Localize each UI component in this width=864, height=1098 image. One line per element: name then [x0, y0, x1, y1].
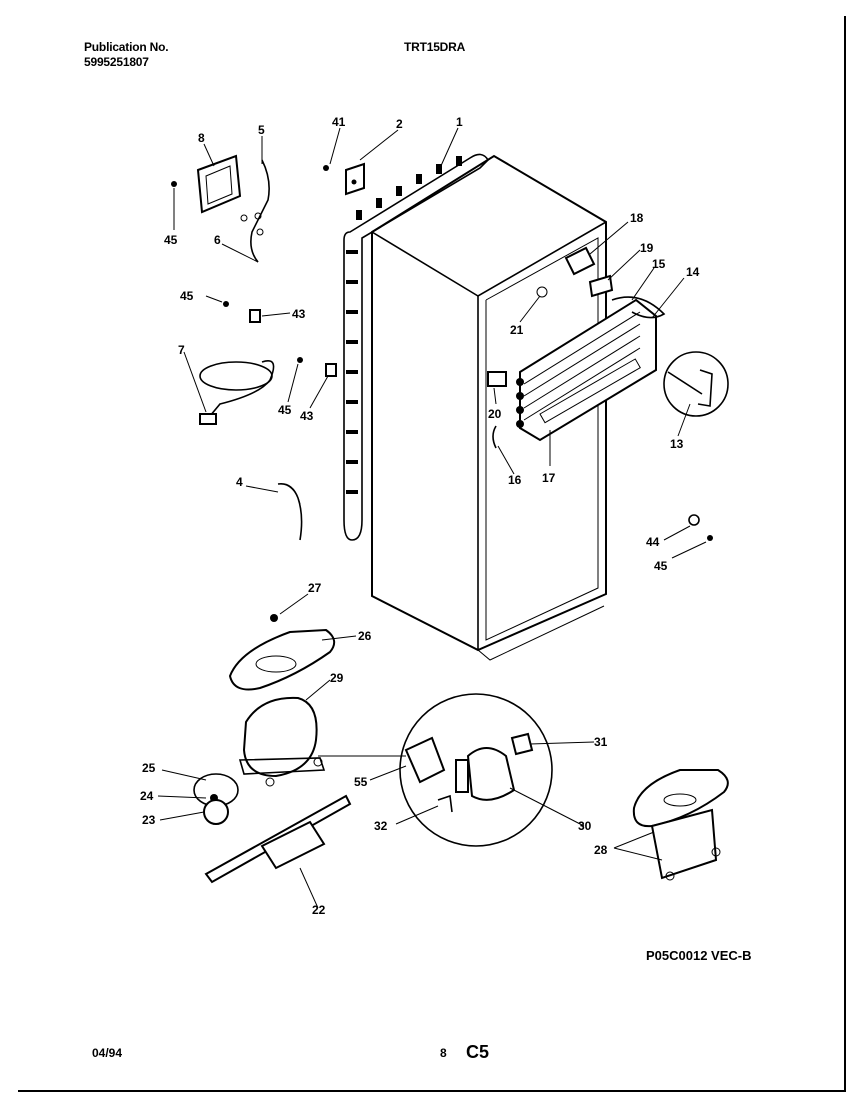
- callout-2: 2: [396, 117, 403, 131]
- callout-21: 21: [510, 323, 524, 337]
- callout-24: 24: [140, 789, 154, 803]
- callout-20: 20: [488, 407, 502, 421]
- part-16: [492, 425, 497, 449]
- callout-28: 28: [594, 843, 608, 857]
- part-19: [588, 274, 614, 298]
- drain-tube-4: [277, 482, 303, 541]
- cabinet: [371, 154, 607, 661]
- relay-detail: [318, 693, 553, 847]
- footer-date: 04/94: [92, 1046, 123, 1060]
- grommet-27: [270, 614, 278, 622]
- callout-19: 19: [640, 241, 654, 255]
- callout-45-a: 45: [164, 233, 178, 247]
- evaporator: [516, 298, 657, 442]
- defrost-thermostat-13: [663, 351, 729, 417]
- compressor-29: [238, 696, 326, 787]
- callout-7: 7: [178, 343, 185, 357]
- bracket-2: [345, 162, 365, 196]
- callout-31: 31: [594, 735, 608, 749]
- leader-lines: [157, 127, 707, 909]
- grommet-44: [688, 514, 700, 526]
- clamp-43-a: [249, 309, 261, 323]
- callout-15: 15: [652, 257, 666, 271]
- callout-43-b: 43: [300, 409, 314, 423]
- mount-grommets: [193, 773, 239, 825]
- callout-32: 32: [374, 819, 388, 833]
- figure-code: P05C0012 VEC-B: [646, 948, 752, 963]
- callout-14: 14: [686, 265, 700, 279]
- publication-label: Publication No.: [84, 40, 169, 54]
- callout-5: 5: [258, 123, 265, 137]
- part-18: [564, 246, 596, 276]
- callout-45-b: 45: [180, 289, 194, 303]
- callout-43-a: 43: [292, 307, 306, 321]
- callout-30: 30: [578, 819, 592, 833]
- callout-27: 27: [308, 581, 322, 595]
- callout-26: 26: [358, 629, 372, 643]
- screw-45-c: [297, 357, 303, 363]
- callout-4: 4: [236, 475, 243, 489]
- callout-45-c: 45: [278, 403, 292, 417]
- section-code: C5: [466, 1042, 490, 1062]
- callout-22: 22: [312, 903, 326, 917]
- callout-18: 18: [630, 211, 644, 225]
- callout-41: 41: [332, 115, 346, 129]
- callout-45-d: 45: [654, 559, 668, 573]
- screw-45-d: [707, 535, 713, 541]
- condenser-coil: [343, 153, 490, 541]
- callout-25: 25: [142, 761, 156, 775]
- callout-23: 23: [142, 813, 156, 827]
- callout-6: 6: [214, 233, 221, 247]
- callout-labels: 1 2 41 8 5 45 6 45 43 7 45 43 18 19 15 1…: [140, 115, 700, 917]
- part-20: [487, 371, 507, 387]
- model-number: TRT15DRA: [404, 40, 466, 54]
- callout-17: 17: [542, 471, 556, 485]
- page-number: 8: [440, 1046, 447, 1060]
- screw-45-b: [223, 301, 229, 307]
- screw-45-a: [171, 181, 177, 187]
- callout-29: 29: [330, 671, 344, 685]
- power-cord-7: [199, 360, 275, 425]
- page-border: [18, 16, 846, 1092]
- callout-16: 16: [508, 473, 522, 487]
- callout-1: 1: [456, 115, 463, 129]
- relay-bracket-8: [196, 154, 242, 214]
- callout-8: 8: [198, 131, 205, 145]
- heater-14: [611, 296, 666, 319]
- clamp-43-b: [325, 363, 337, 377]
- base-rail-22: [204, 794, 352, 884]
- callout-44: 44: [646, 535, 660, 549]
- callout-55: 55: [354, 775, 368, 789]
- compressor-assembly-28: [632, 769, 729, 881]
- drain-pan-26: [228, 628, 336, 691]
- callout-13: 13: [670, 437, 684, 451]
- part-21: [536, 286, 548, 298]
- wiring-harness-5: [240, 159, 270, 263]
- screw-41: [323, 165, 329, 171]
- publication-number: 5995251807: [84, 55, 149, 69]
